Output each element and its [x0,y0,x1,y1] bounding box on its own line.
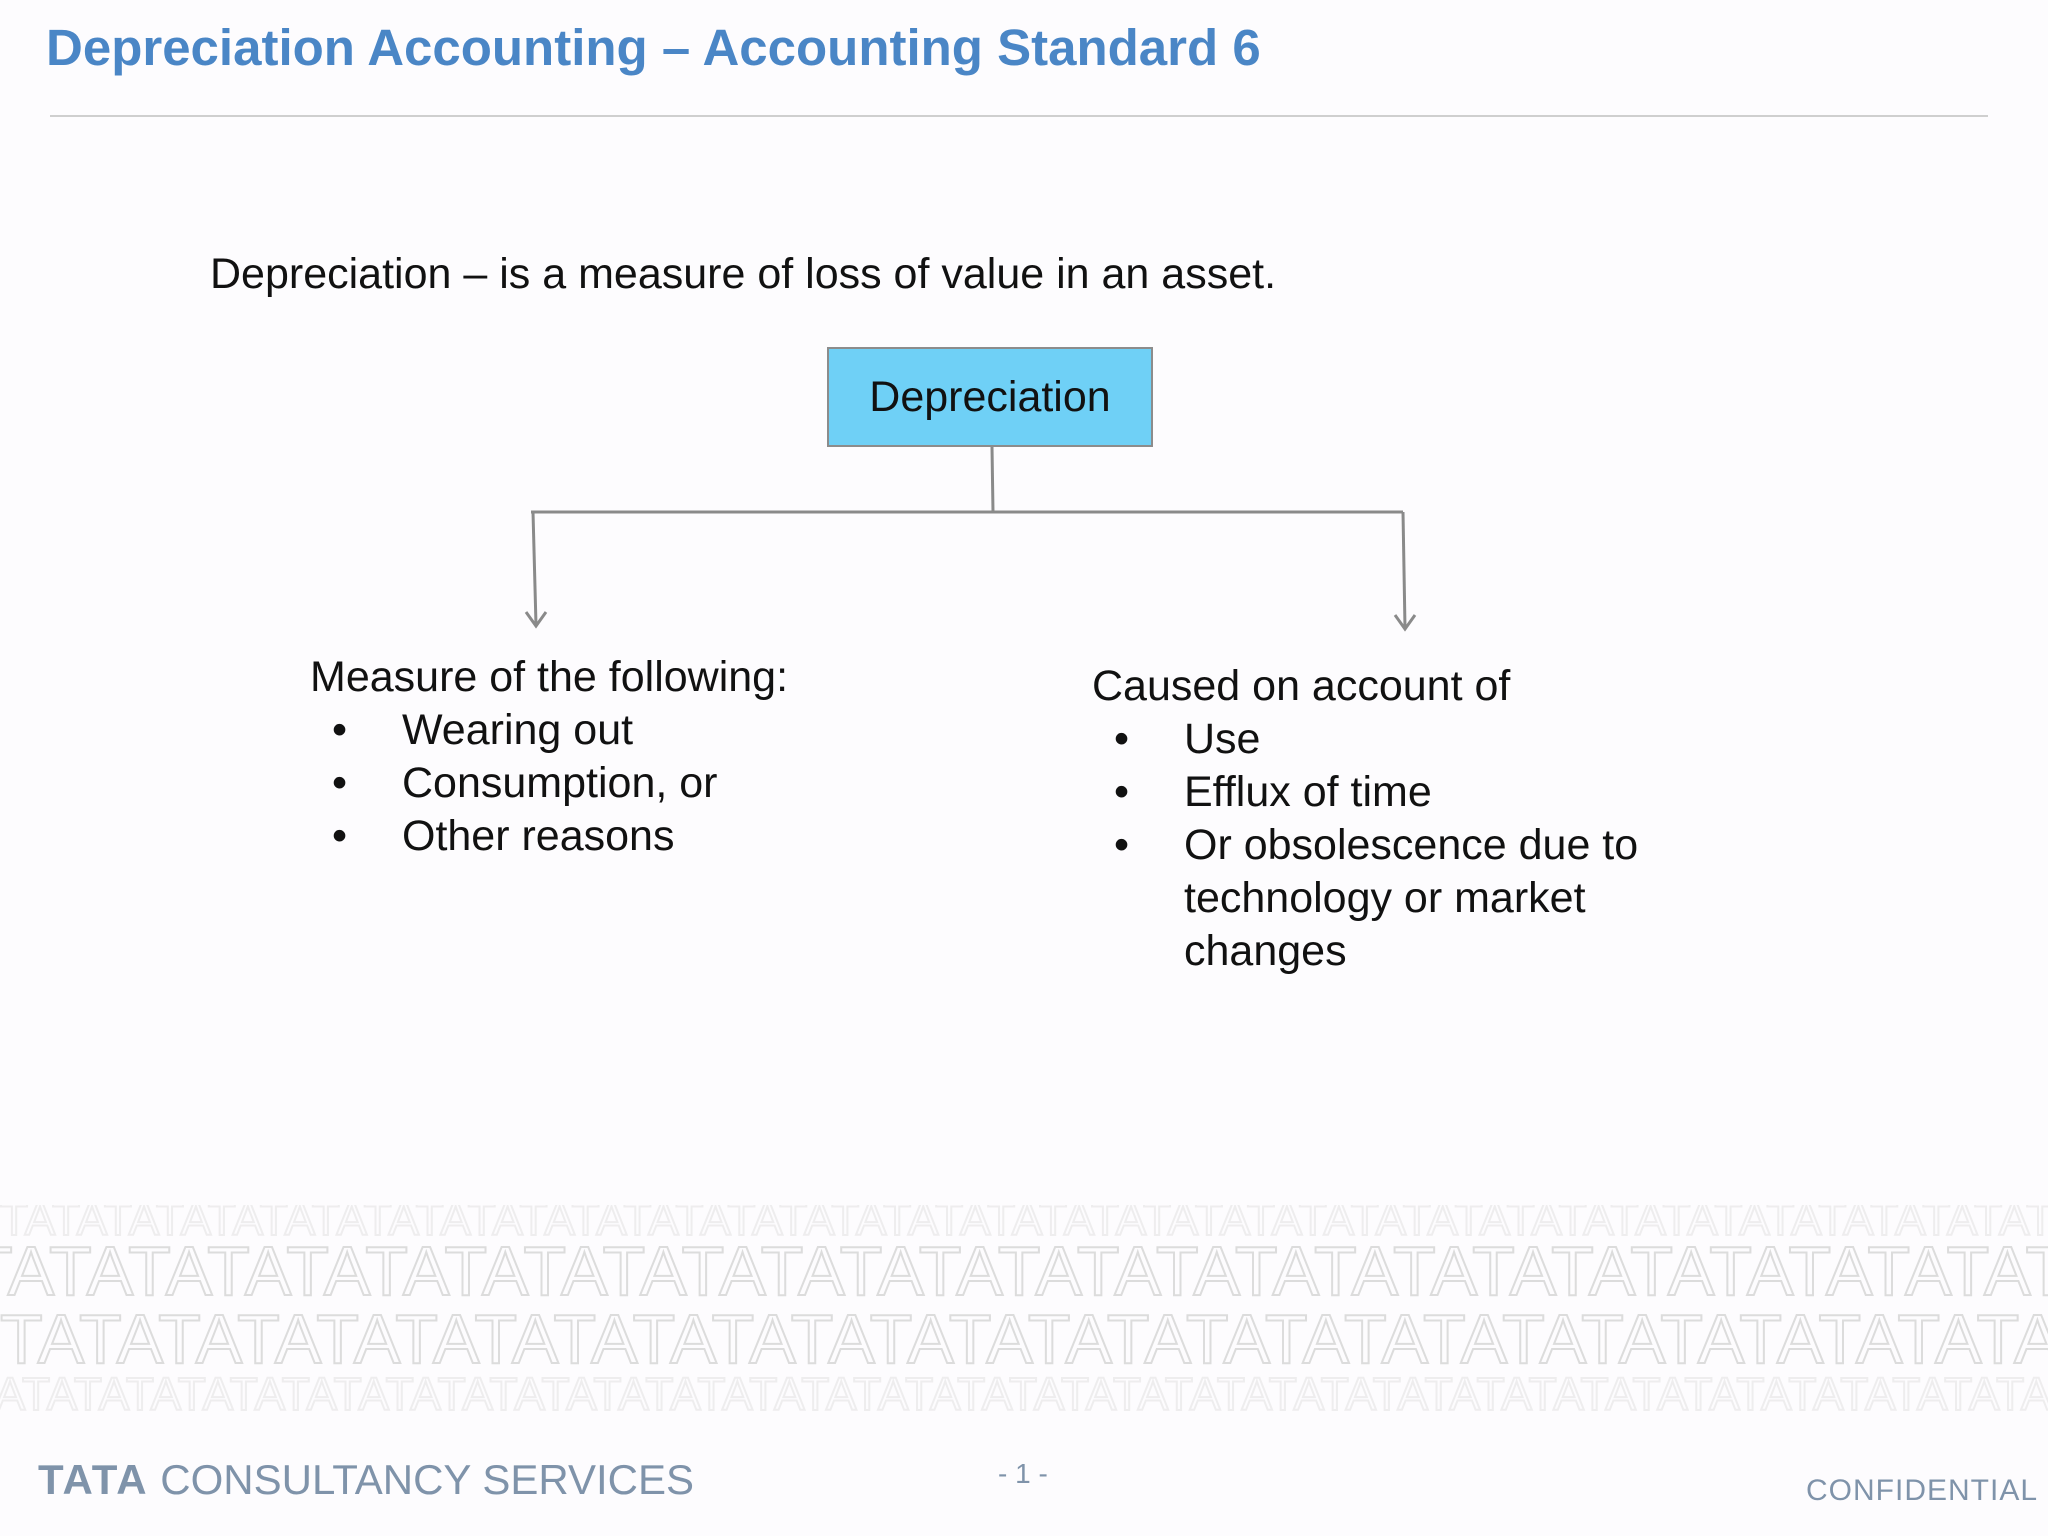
bullet-icon: • [1114,768,1130,816]
list-item: •Other reasons [310,810,788,863]
right-arrowhead [1393,614,1417,632]
brand-tata: TATA [38,1456,149,1503]
brand-consultancy: CONSULTANCY SERVICES [160,1456,694,1503]
watermark-row: TATATATATATATATATATATATATATATATATATATATA… [0,1368,2048,1415]
bullet-icon: • [1114,821,1130,869]
bullet-icon: • [1114,715,1130,763]
tata-watermark-pattern: TATATATATATATATATATATATATATATATATATATATA… [0,1205,2048,1415]
watermark-row: TATATATATATATATATATATATATATATATATATATATA… [0,1232,2048,1310]
right-branch-heading: Caused on account of [1092,662,1511,710]
root-node-label: Depreciation [869,372,1111,421]
watermark-row: TATATATATATATATATATATATATATATATATATATATA… [0,1300,2048,1378]
watermark-row: TATATATATATATATATATATATATATATATATATATATA… [0,1205,2048,1245]
list-item: •Consumption, or [310,757,788,810]
tcs-logo: TATA CONSULTANCY SERVICES [38,1456,694,1504]
root-stem-line [990,446,995,513]
title-divider [50,115,1988,117]
left-branch-text: Measure of the following: •Wearing out •… [310,651,788,863]
list-item: •Wearing out [310,704,788,757]
left-branch-list: •Wearing out •Consumption, or •Other rea… [310,704,788,863]
right-branch-list: •Use •Efflux of time •Or obsolescence du… [1092,713,1732,978]
left-branch-line [531,511,538,626]
list-item: •Use [1092,713,1732,766]
left-arrowhead [524,611,548,629]
left-branch-heading: Measure of the following: [310,653,789,701]
right-branch-text: Caused on account of •Use •Efflux of tim… [1092,660,1732,978]
depreciation-root-node: Depreciation [827,347,1153,447]
list-item: •Efflux of time [1092,766,1732,819]
slide-title: Depreciation Accounting – Accounting Sta… [46,19,1261,76]
bullet-icon: • [332,812,348,860]
page-number: - 1 - [998,1458,1048,1489]
right-branch-line [1401,511,1407,629]
confidential-label: CONFIDENTIAL [1806,1474,2039,1507]
bullet-icon: • [332,759,348,807]
definition-text: Depreciation – is a measure of loss of v… [210,250,1277,298]
list-item: •Or obsolescence due to technology or ma… [1114,821,1639,975]
bullet-icon: • [332,706,348,754]
